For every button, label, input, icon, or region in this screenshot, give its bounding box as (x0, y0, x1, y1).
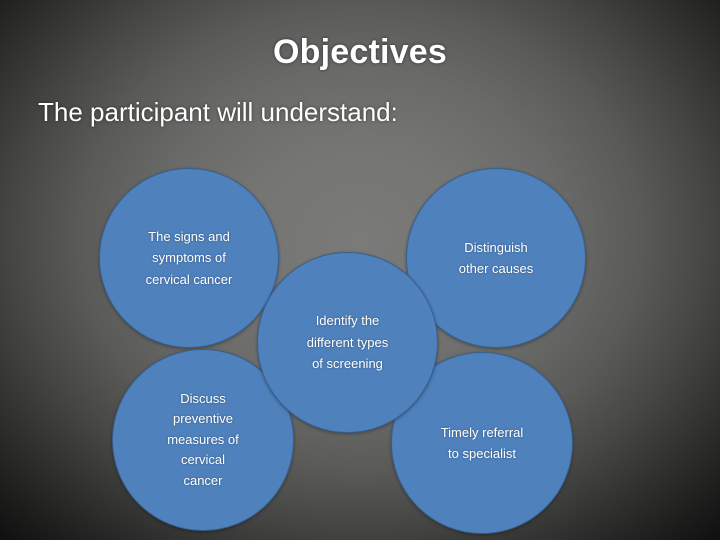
objective-bubble-referral-label: Timely referral to specialist (440, 424, 524, 461)
objective-bubble-distinguish-label: Distinguish other causes (458, 239, 534, 276)
objective-bubble-signs: The signs and symptoms of cervical cance… (99, 168, 279, 348)
objective-bubble-identify-label: Identify the different types of screenin… (306, 313, 389, 372)
objective-bubble-signs-label: The signs and symptoms of cervical cance… (145, 229, 233, 287)
objective-bubble-referral: Timely referral to specialist (391, 352, 573, 534)
objective-bubble-distinguish: Distinguish other causes (406, 168, 586, 348)
slide-subtitle: The participant will understand: (38, 97, 398, 127)
objective-bubble-discuss-label: Discuss preventive measures of cervical … (167, 390, 239, 488)
objective-bubble-discuss: Discuss preventive measures of cervical … (112, 349, 294, 531)
objective-bubble-identify: Identify the different types of screenin… (257, 252, 438, 433)
page-title: Objectives (273, 33, 447, 71)
